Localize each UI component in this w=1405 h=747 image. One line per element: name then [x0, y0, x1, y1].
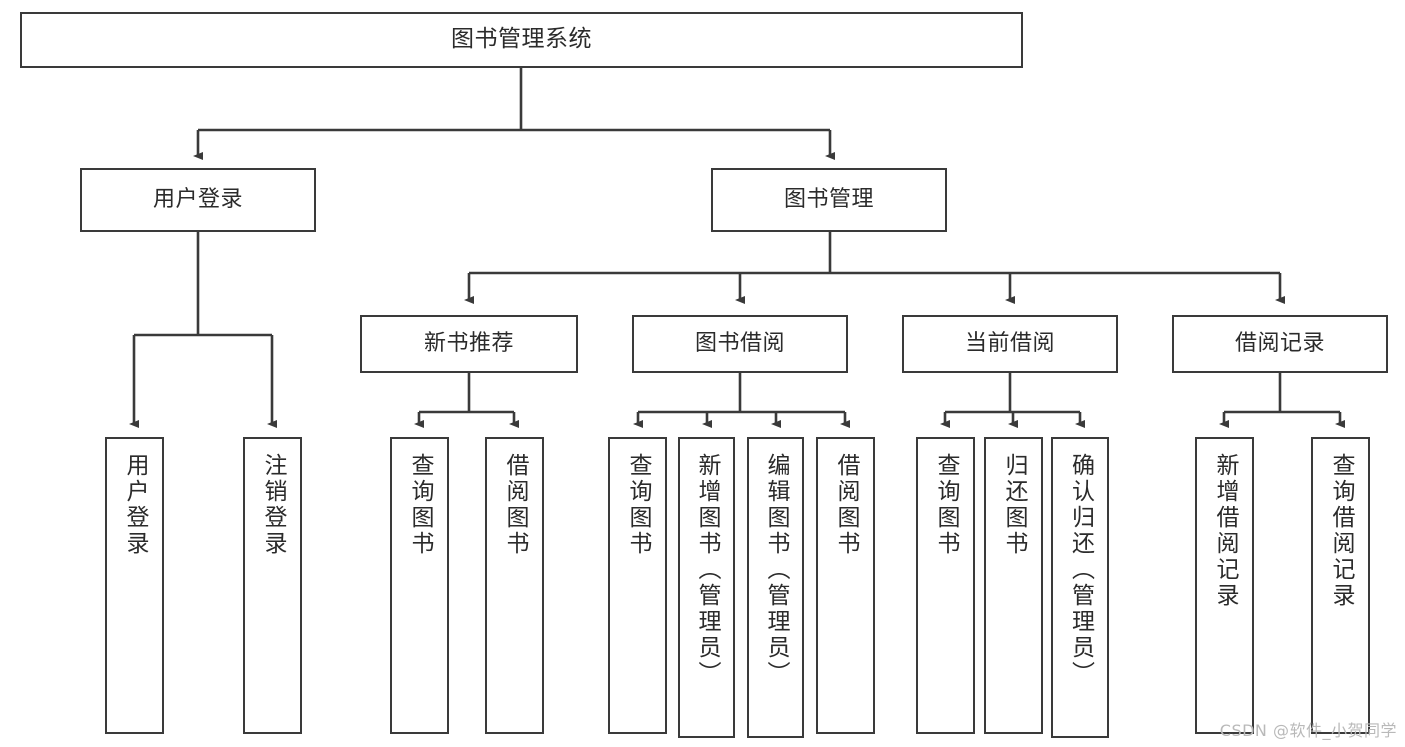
node-label: 图书借阅 — [694, 331, 785, 357]
leaf-new-book-query[interactable]: 查询图书 — [390, 437, 449, 734]
node-label: 用户登录 — [152, 187, 243, 213]
node-label: 查询借阅记录 — [1328, 453, 1354, 609]
leaf-book-add-admin[interactable]: 新增图书（管理员） — [678, 437, 735, 738]
leaf-logout[interactable]: 注销登录 — [243, 437, 302, 734]
leaf-current-borrow-query[interactable]: 查询图书 — [916, 437, 975, 734]
node-label: 查询图书 — [407, 453, 433, 557]
leaf-add-borrow-record[interactable]: 新增借阅记录 — [1195, 437, 1254, 734]
leaf-book-edit-admin[interactable]: 编辑图书（管理员） — [747, 437, 804, 738]
node-current-borrow[interactable]: 当前借阅 — [902, 315, 1118, 373]
leaf-query-borrow-record[interactable]: 查询借阅记录 — [1311, 437, 1370, 734]
node-label: 借阅图书 — [502, 453, 528, 557]
node-book-borrow[interactable]: 图书借阅 — [632, 315, 848, 373]
node-label: 借阅记录 — [1234, 331, 1325, 357]
node-label: 查询图书 — [625, 453, 651, 557]
node-label: 归还图书 — [1001, 453, 1027, 557]
leaf-book-borrow-query[interactable]: 查询图书 — [608, 437, 667, 734]
node-label: 新增借阅记录 — [1212, 453, 1238, 609]
leaf-book-borrow-action[interactable]: 借阅图书 — [816, 437, 875, 734]
leaf-new-book-borrow[interactable]: 借阅图书 — [485, 437, 544, 734]
csdn-watermark: CSDN @软件_小贺同学 — [1219, 721, 1397, 740]
leaf-user-login[interactable]: 用户登录 — [105, 437, 164, 734]
node-label: 编辑图书（管理员） — [763, 453, 789, 687]
node-root-book-management-system[interactable]: 图书管理系统 — [20, 12, 1023, 68]
node-label: 用户登录 — [122, 453, 148, 557]
node-label: 图书管理系统 — [451, 26, 592, 53]
node-label: 新书推荐 — [423, 331, 514, 357]
leaf-confirm-return-admin[interactable]: 确认归还（管理员） — [1051, 437, 1109, 738]
node-label: 注销登录 — [260, 453, 286, 557]
node-new-book-recommend[interactable]: 新书推荐 — [360, 315, 578, 373]
leaf-return-book[interactable]: 归还图书 — [984, 437, 1043, 734]
node-label: 当前借阅 — [964, 331, 1055, 357]
node-borrow-record[interactable]: 借阅记录 — [1172, 315, 1388, 373]
node-label: 借阅图书 — [833, 453, 859, 557]
node-label: 确认归还（管理员） — [1067, 453, 1094, 687]
node-label: 图书管理 — [783, 187, 874, 213]
node-label: 新增图书（管理员） — [694, 453, 720, 687]
node-label: 查询图书 — [933, 453, 959, 557]
node-book-management[interactable]: 图书管理 — [711, 168, 947, 232]
node-user-login[interactable]: 用户登录 — [80, 168, 316, 232]
